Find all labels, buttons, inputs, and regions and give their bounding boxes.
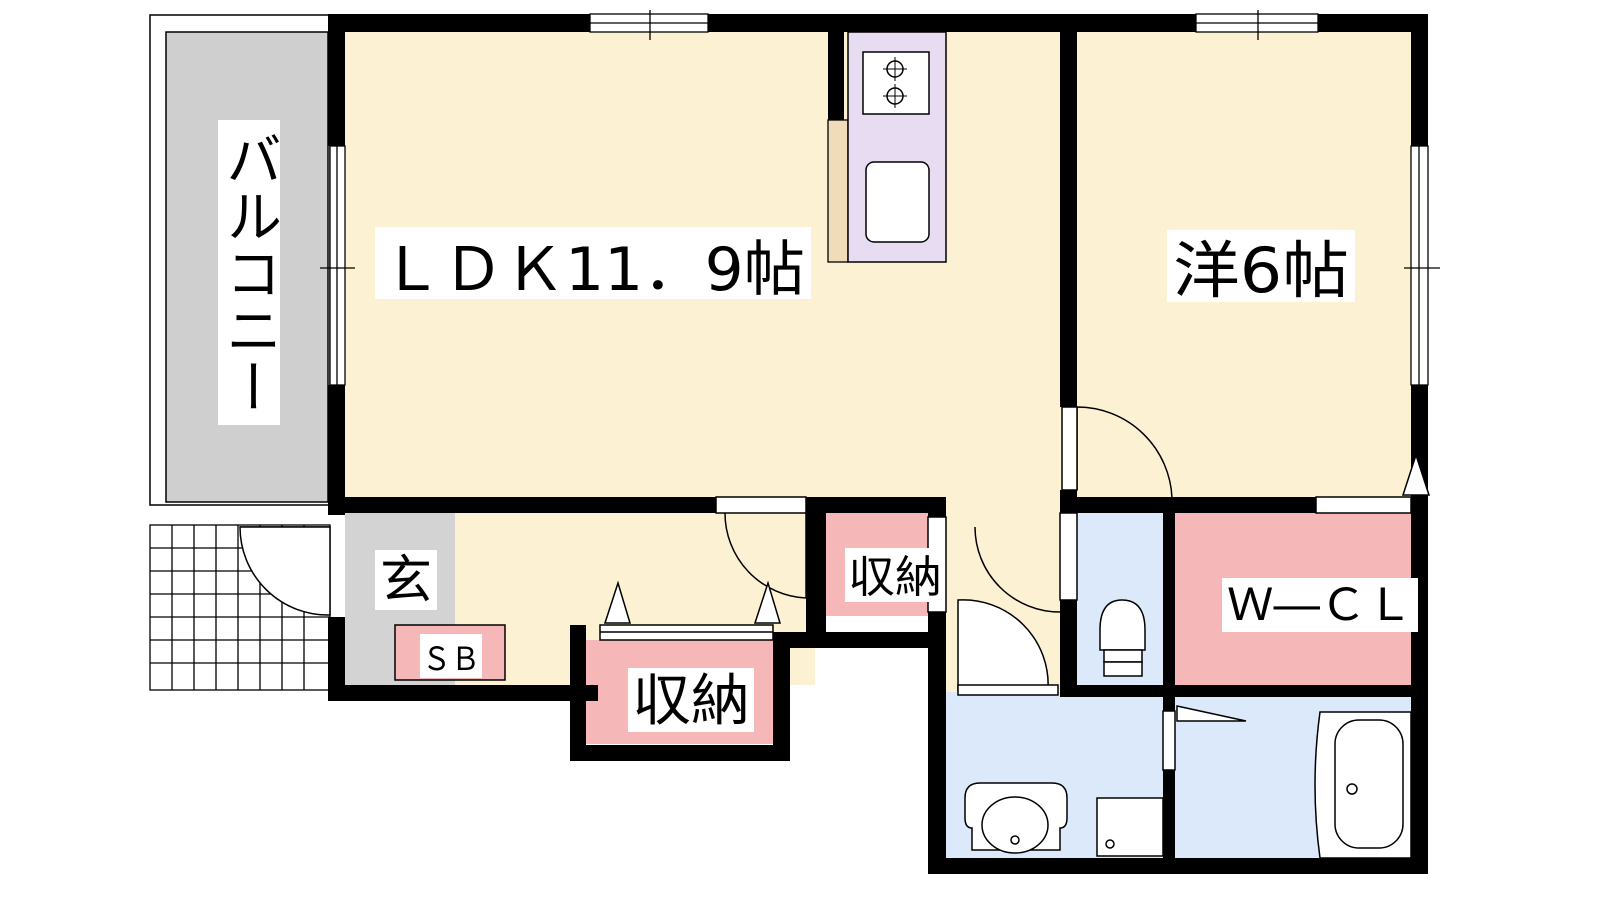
washbasin-icon bbox=[964, 782, 1068, 854]
storage-large-label: 収納 bbox=[632, 669, 750, 734]
entrance-door bbox=[239, 526, 331, 616]
shoe-box-label: ＳＢ bbox=[422, 640, 480, 678]
room-labels: ＬＤＫ11．9帖 洋6帖 バルコニー 玄 ＳＢ 収納 収納 Ｗ―ＣＬ bbox=[217, 120, 1418, 734]
bathtub-icon bbox=[1314, 711, 1412, 859]
washing-machine-icon bbox=[1096, 797, 1164, 857]
sink-icon bbox=[865, 161, 930, 243]
western-room-label: 洋6帖 bbox=[1173, 234, 1349, 307]
ldk-label: ＬＤＫ11．9帖 bbox=[381, 235, 805, 305]
kitchen-counter bbox=[827, 31, 947, 263]
entrance-label: 玄 bbox=[380, 551, 432, 611]
windows bbox=[320, 10, 1440, 386]
storage-small-label: 収納 bbox=[848, 552, 942, 603]
walk-in-closet-label: Ｗ―ＣＬ bbox=[1227, 580, 1413, 631]
door-indicators bbox=[603, 452, 1431, 722]
toilet-icon bbox=[1099, 599, 1146, 677]
balcony-label: バルコニー bbox=[217, 130, 282, 415]
walls bbox=[328, 14, 1428, 874]
